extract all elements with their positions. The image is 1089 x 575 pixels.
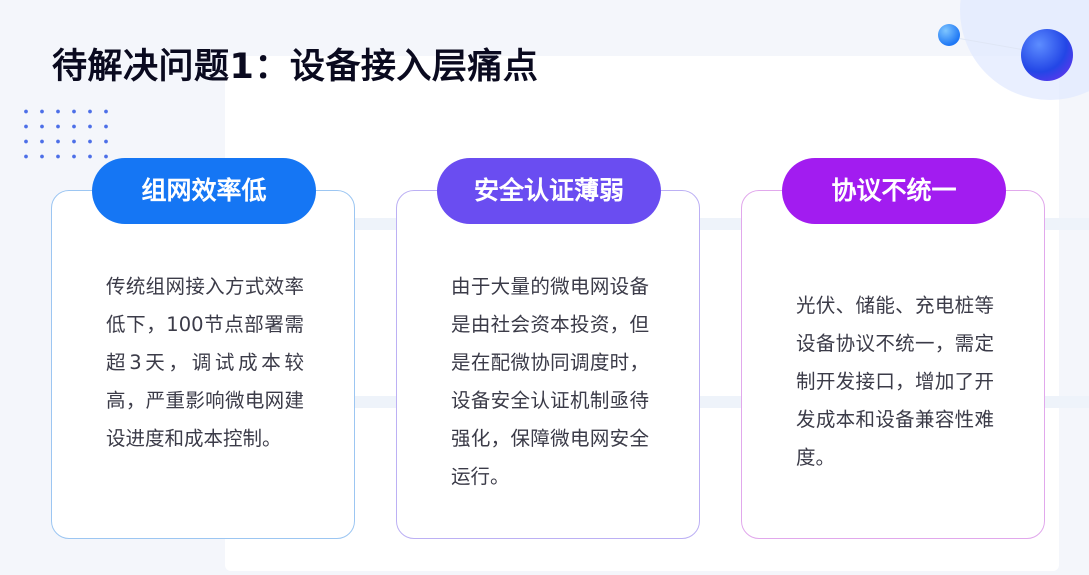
card-security-authentication [396,190,700,539]
card-protocol-unification [741,190,1045,539]
card-label-protocol-unification: 协议不统一 [782,158,1006,224]
decorative-sphere-small [938,24,960,46]
card-text-protocol-unification: 光伏、储能、充电桩等设备协议不统一，需定制开发接口，增加了开发成本和设备兼容性难… [796,294,994,469]
card-label-networking-efficiency: 组网效率低 [92,158,316,224]
card-text-networking-efficiency: 传统组网接入方式效率低下，100节点部署需超3天，调试成本较高，严重影响微电网建… [106,275,304,450]
decorative-sphere-large [1021,29,1073,81]
card-text-security-authentication: 由于大量的微电网设备是由社会资本投资，但是在配微协同调度时，设备安全认证机制亟待… [451,275,649,488]
page-title: 待解决问题1：设备接入层痛点 [52,47,539,87]
decorative-dot-grid [18,104,114,166]
card-label-security-authentication: 安全认证薄弱 [437,158,661,224]
